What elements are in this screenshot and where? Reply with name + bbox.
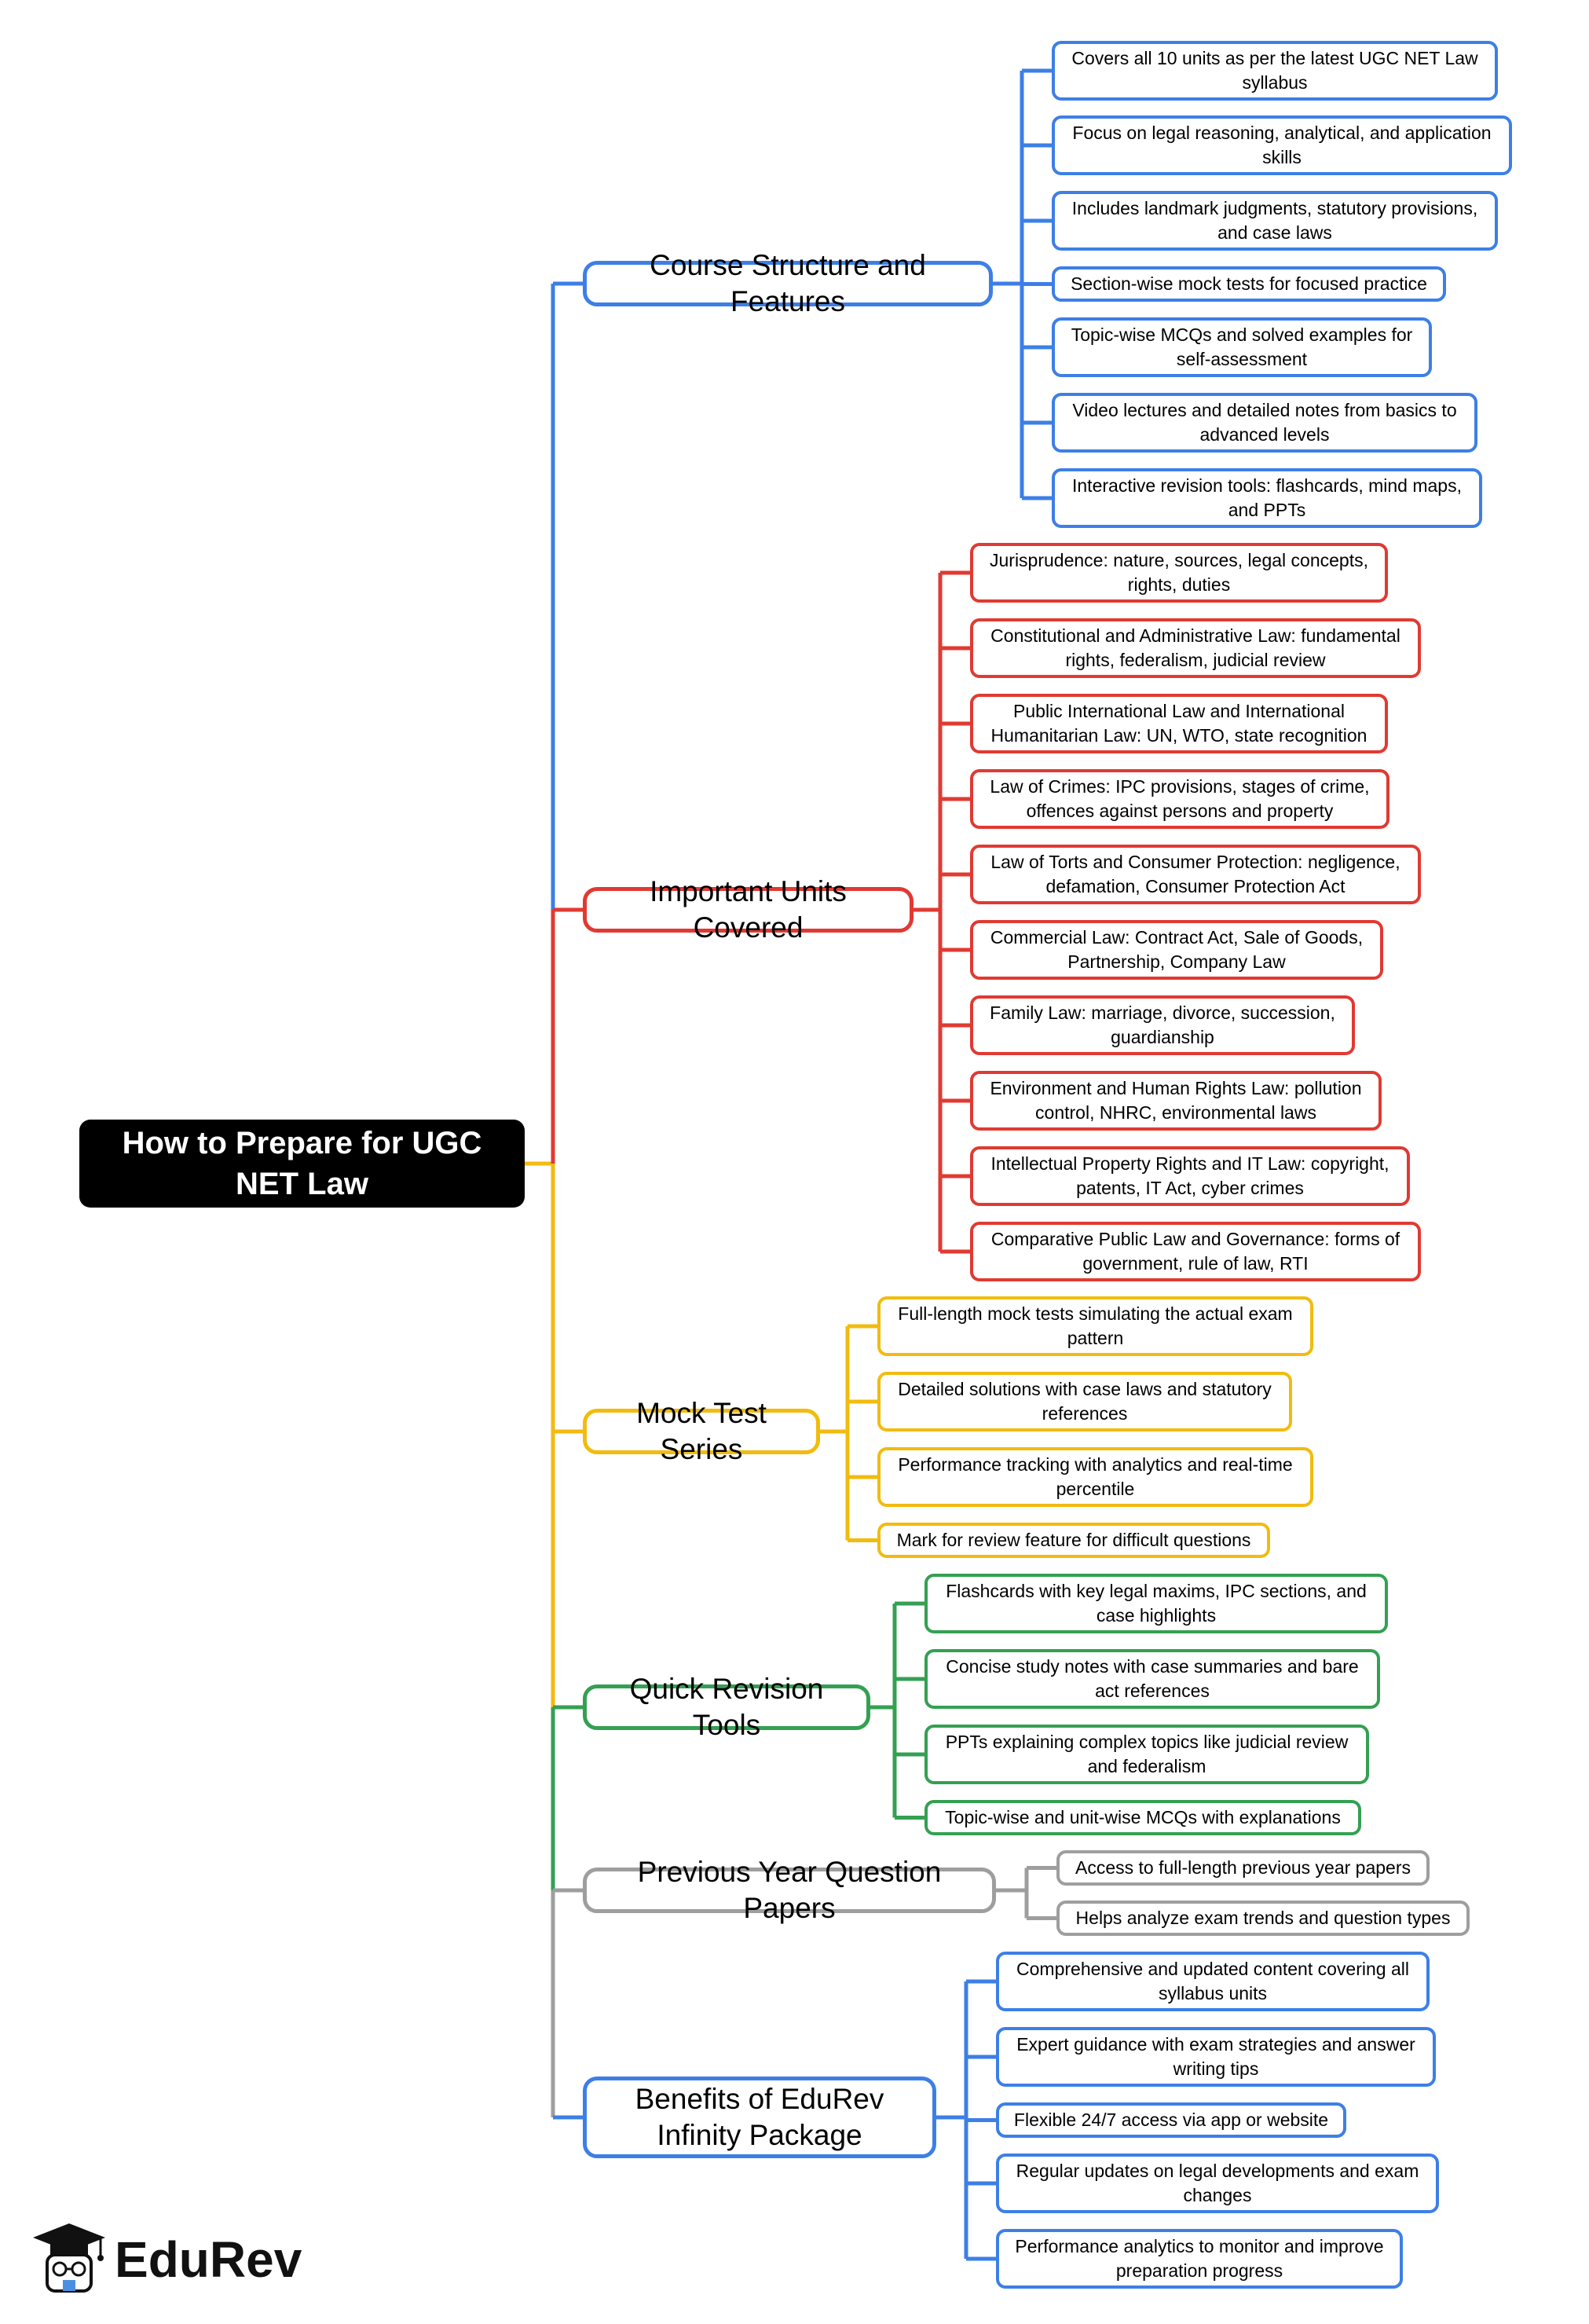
mock-test-item: Detailed solutions with case laws and st… [877,1372,1292,1431]
quick-revision-item: Concise study notes with case summaries … [924,1649,1380,1709]
branch-edurev-benefits: Benefits of EduRev Infinity Package [583,2077,936,2158]
branch-quick-revision: Quick Revision Tools [583,1673,870,1741]
course-structure-item: Focus on legal reasoning, analytical, an… [1052,115,1512,175]
logo-text: EduRev [115,2231,302,2288]
quick-revision-item: Flashcards with key legal maxims, IPC se… [924,1574,1388,1633]
benefit-item: Flexible 24/7 access via app or website [996,2102,1346,2138]
important-unit-item: Commercial Law: Contract Act, Sale of Go… [970,920,1383,980]
course-structure-item: Includes landmark judgments, statutory p… [1052,191,1498,251]
graduation-cap-student-icon [30,2220,108,2300]
benefit-item: Performance analytics to monitor and imp… [996,2229,1403,2289]
course-structure-item: Topic-wise MCQs and solved examples for … [1052,317,1432,377]
important-unit-item: Intellectual Property Rights and IT Law:… [970,1146,1410,1206]
branch-mock-test-series: Mock Test Series [583,1397,820,1465]
course-structure-item: Interactive revision tools: flashcards, … [1052,468,1482,528]
mock-test-item: Performance tracking with analytics and … [877,1447,1313,1507]
important-unit-item: Environment and Human Rights Law: pollut… [970,1071,1382,1131]
benefit-item: Comprehensive and updated content coveri… [996,1952,1430,2011]
important-unit-item: Constitutional and Administrative Law: f… [970,618,1421,678]
benefit-item: Expert guidance with exam strategies and… [996,2027,1436,2087]
branch-previous-year-papers: Previous Year Question Papers [583,1856,996,1924]
root-node: How to Prepare for UGC NET Law [79,1120,525,1208]
previous-papers-item: Access to full-length previous year pape… [1056,1850,1430,1886]
important-unit-item: Jurisprudence: nature, sources, legal co… [970,543,1388,603]
mock-test-item: Mark for review feature for difficult qu… [877,1523,1270,1558]
important-unit-item: Comparative Public Law and Governance: f… [970,1222,1421,1281]
edurev-logo: EduRev [30,2222,328,2297]
quick-revision-item: Topic-wise and unit-wise MCQs with expla… [924,1800,1361,1835]
mock-test-item: Full-length mock tests simulating the ac… [877,1296,1313,1356]
important-unit-item: Law of Crimes: IPC provisions, stages of… [970,769,1389,829]
branch-important-units: Important Units Covered [583,875,913,944]
important-unit-item: Law of Torts and Consumer Protection: ne… [970,845,1421,904]
benefit-item: Regular updates on legal developments an… [996,2154,1439,2213]
important-unit-item: Family Law: marriage, divorce, successio… [970,995,1355,1055]
course-structure-item: Video lectures and detailed notes from b… [1052,393,1477,453]
previous-papers-item: Helps analyze exam trends and question t… [1056,1901,1470,1936]
branch-course-structure: Course Structure and Features [583,249,993,317]
course-structure-item: Section-wise mock tests for focused prac… [1052,266,1446,302]
course-structure-item: Covers all 10 units as per the latest UG… [1052,41,1498,101]
important-unit-item: Public International Law and Internation… [970,694,1388,753]
quick-revision-item: PPTs explaining complex topics like judi… [924,1725,1369,1784]
